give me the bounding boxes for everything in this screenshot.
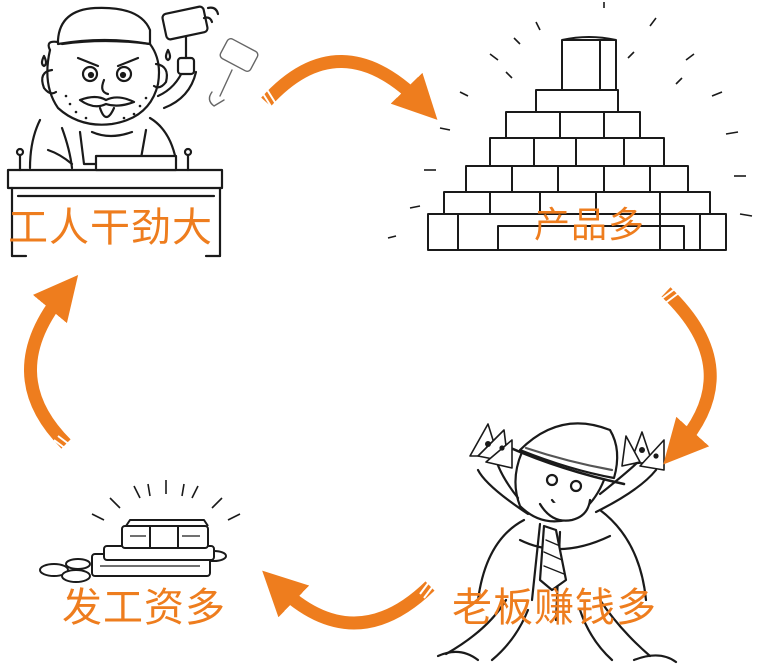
node-label-wages: 发工资多 xyxy=(62,585,226,631)
money-stack-icon xyxy=(39,480,241,583)
arrow-workers-to-products xyxy=(261,55,438,120)
node-label-workers: 工人干劲大 xyxy=(8,205,213,251)
arrow-tail-stripes xyxy=(53,87,681,599)
product-pile-icon xyxy=(387,2,753,251)
node-label-products: 产品多 xyxy=(534,205,646,246)
rich-boss-icon xyxy=(436,422,678,664)
worker-hammering-icon xyxy=(6,5,259,258)
arrow-wages-to-workers xyxy=(24,274,79,449)
cycle-arrows xyxy=(24,55,717,630)
arrow-products-to-boss xyxy=(661,287,717,465)
arrow-boss-to-wages xyxy=(262,570,435,630)
node-label-boss: 老板赚钱多 xyxy=(452,585,657,631)
